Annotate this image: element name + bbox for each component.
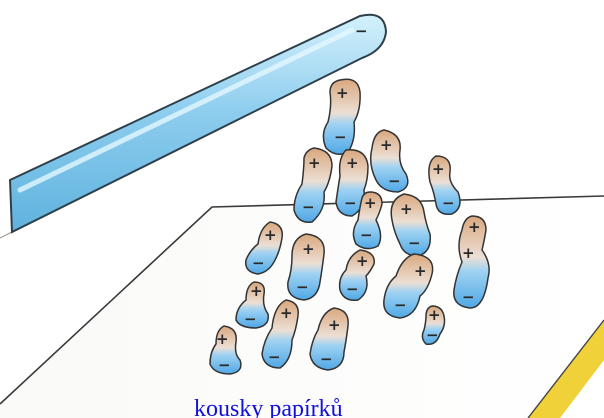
minus-sign: −: [360, 226, 373, 244]
minus-sign: −: [302, 198, 315, 216]
plus-sign: +: [346, 154, 359, 172]
plus-sign: +: [462, 244, 475, 262]
paper-piece: + −: [371, 130, 408, 192]
paper-piece: + −: [323, 79, 360, 154]
plus-sign: +: [428, 306, 441, 324]
minus-sign: −: [252, 254, 265, 272]
minus-sign: −: [388, 172, 401, 190]
plus-sign: +: [308, 154, 321, 172]
minus-sign: −: [268, 348, 281, 366]
minus-sign: −: [462, 288, 475, 306]
minus-sign: −: [426, 326, 439, 344]
plus-sign: +: [250, 282, 263, 300]
table-sheet: [0, 196, 604, 418]
plus-sign: +: [414, 262, 427, 280]
minus-sign: −: [344, 194, 357, 212]
plus-sign: +: [264, 226, 277, 244]
plus-sign: +: [280, 304, 293, 322]
minus-sign: −: [346, 280, 359, 298]
plus-sign: +: [400, 200, 413, 218]
plus-sign: +: [364, 194, 377, 212]
minus-sign: −: [442, 194, 455, 212]
plus-sign: +: [336, 84, 349, 102]
minus-sign: −: [394, 296, 407, 314]
minus-sign: −: [296, 278, 309, 296]
plus-sign: +: [356, 252, 369, 270]
minus-sign: −: [408, 234, 421, 252]
minus-sign: −: [320, 350, 333, 368]
plus-sign: +: [302, 240, 315, 258]
minus-sign: −: [244, 310, 257, 328]
plus-sign: +: [380, 136, 393, 154]
plus-sign: +: [468, 218, 481, 236]
plus-sign: +: [328, 316, 341, 334]
plus-sign: +: [216, 330, 229, 348]
caption: kousky papírků: [194, 395, 494, 418]
minus-sign: −: [334, 128, 347, 146]
rod-minus-sign: −: [355, 22, 368, 40]
minus-sign: −: [218, 356, 231, 374]
plus-sign: +: [432, 160, 445, 178]
